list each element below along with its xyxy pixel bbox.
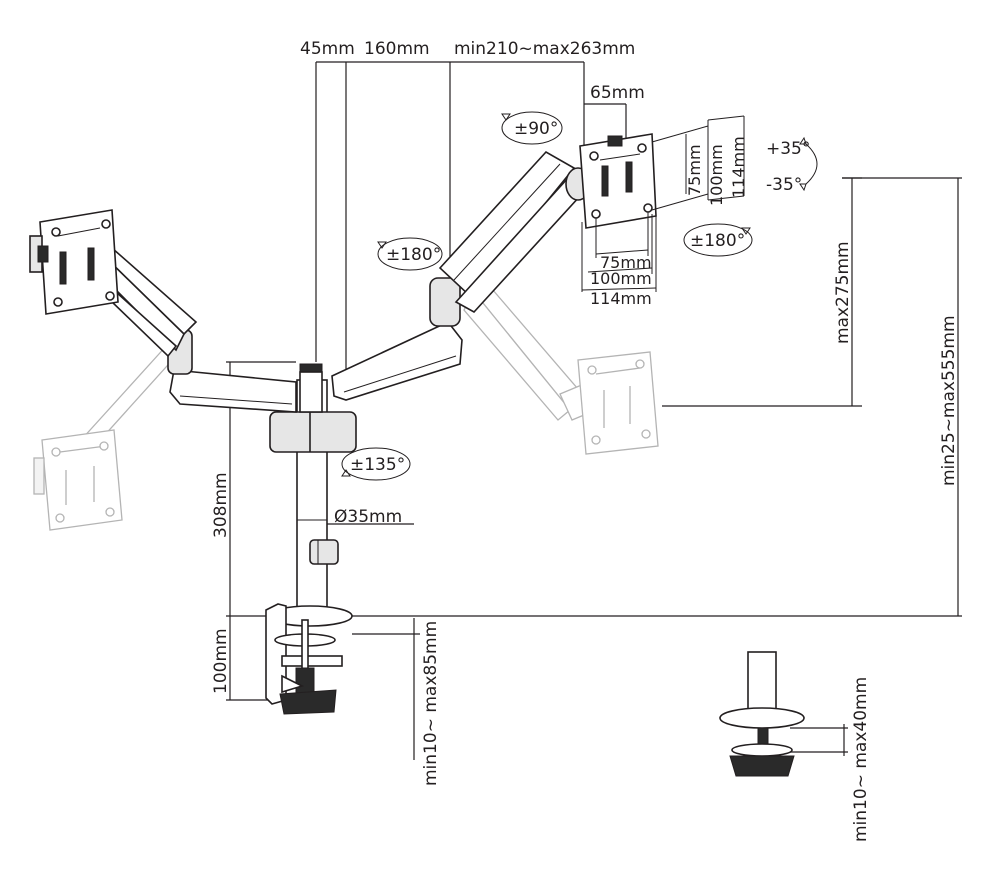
- label-v114: 114mm: [729, 136, 748, 198]
- label-swivel: ±180°: [386, 245, 441, 265]
- label-pole-diameter: Ø35mm: [334, 507, 402, 527]
- label-v75: 75mm: [685, 144, 704, 196]
- grommet-mount: [719, 651, 848, 777]
- label-tilt-up: +35°: [766, 139, 810, 159]
- label-h114: 114mm: [590, 289, 652, 308]
- arm-arc: [341, 447, 411, 481]
- labels: 45mm 160mm min210~max263mm 65mm ±90° ±18…: [211, 39, 959, 842]
- ghost-right-arm: [463, 281, 659, 455]
- tilt-arc: [805, 143, 818, 185]
- label-tilt-down: -35°: [766, 175, 802, 195]
- label-65mm: 65mm: [590, 83, 645, 103]
- label-v100: 100mm: [707, 144, 726, 206]
- label-base-height: 100mm: [211, 628, 231, 694]
- desk-clamp: [265, 603, 353, 715]
- label-max-height: max275mm: [833, 241, 853, 344]
- rotation-arcs: [341, 111, 818, 481]
- label-h75: 75mm: [600, 253, 652, 272]
- label-rotate: ±180°: [690, 231, 745, 251]
- label-grommet-range: min10~ max40mm: [851, 677, 871, 842]
- label-h100: 100mm: [590, 269, 652, 288]
- left-arm: [29, 209, 297, 413]
- swivel-arc: [377, 237, 443, 271]
- top-dimensions: [315, 61, 627, 370]
- label-arm-rotate: ±135°: [350, 455, 405, 475]
- label-160mm: 160mm: [364, 39, 430, 59]
- rotate-arc: [683, 223, 753, 257]
- pan-arc: [501, 111, 563, 145]
- label-height-range: min25~max555mm: [939, 315, 959, 486]
- label-pan: ±90°: [514, 119, 558, 139]
- label-clamp-range: min10~ max85mm: [421, 621, 441, 786]
- center-hub: [269, 363, 357, 453]
- label-45mm: 45mm: [300, 39, 355, 59]
- label-pole-height: 308mm: [211, 472, 231, 538]
- right-arm: [331, 115, 745, 401]
- label-reach: min210~max263mm: [454, 39, 635, 59]
- ghost-left-arm: [33, 321, 180, 531]
